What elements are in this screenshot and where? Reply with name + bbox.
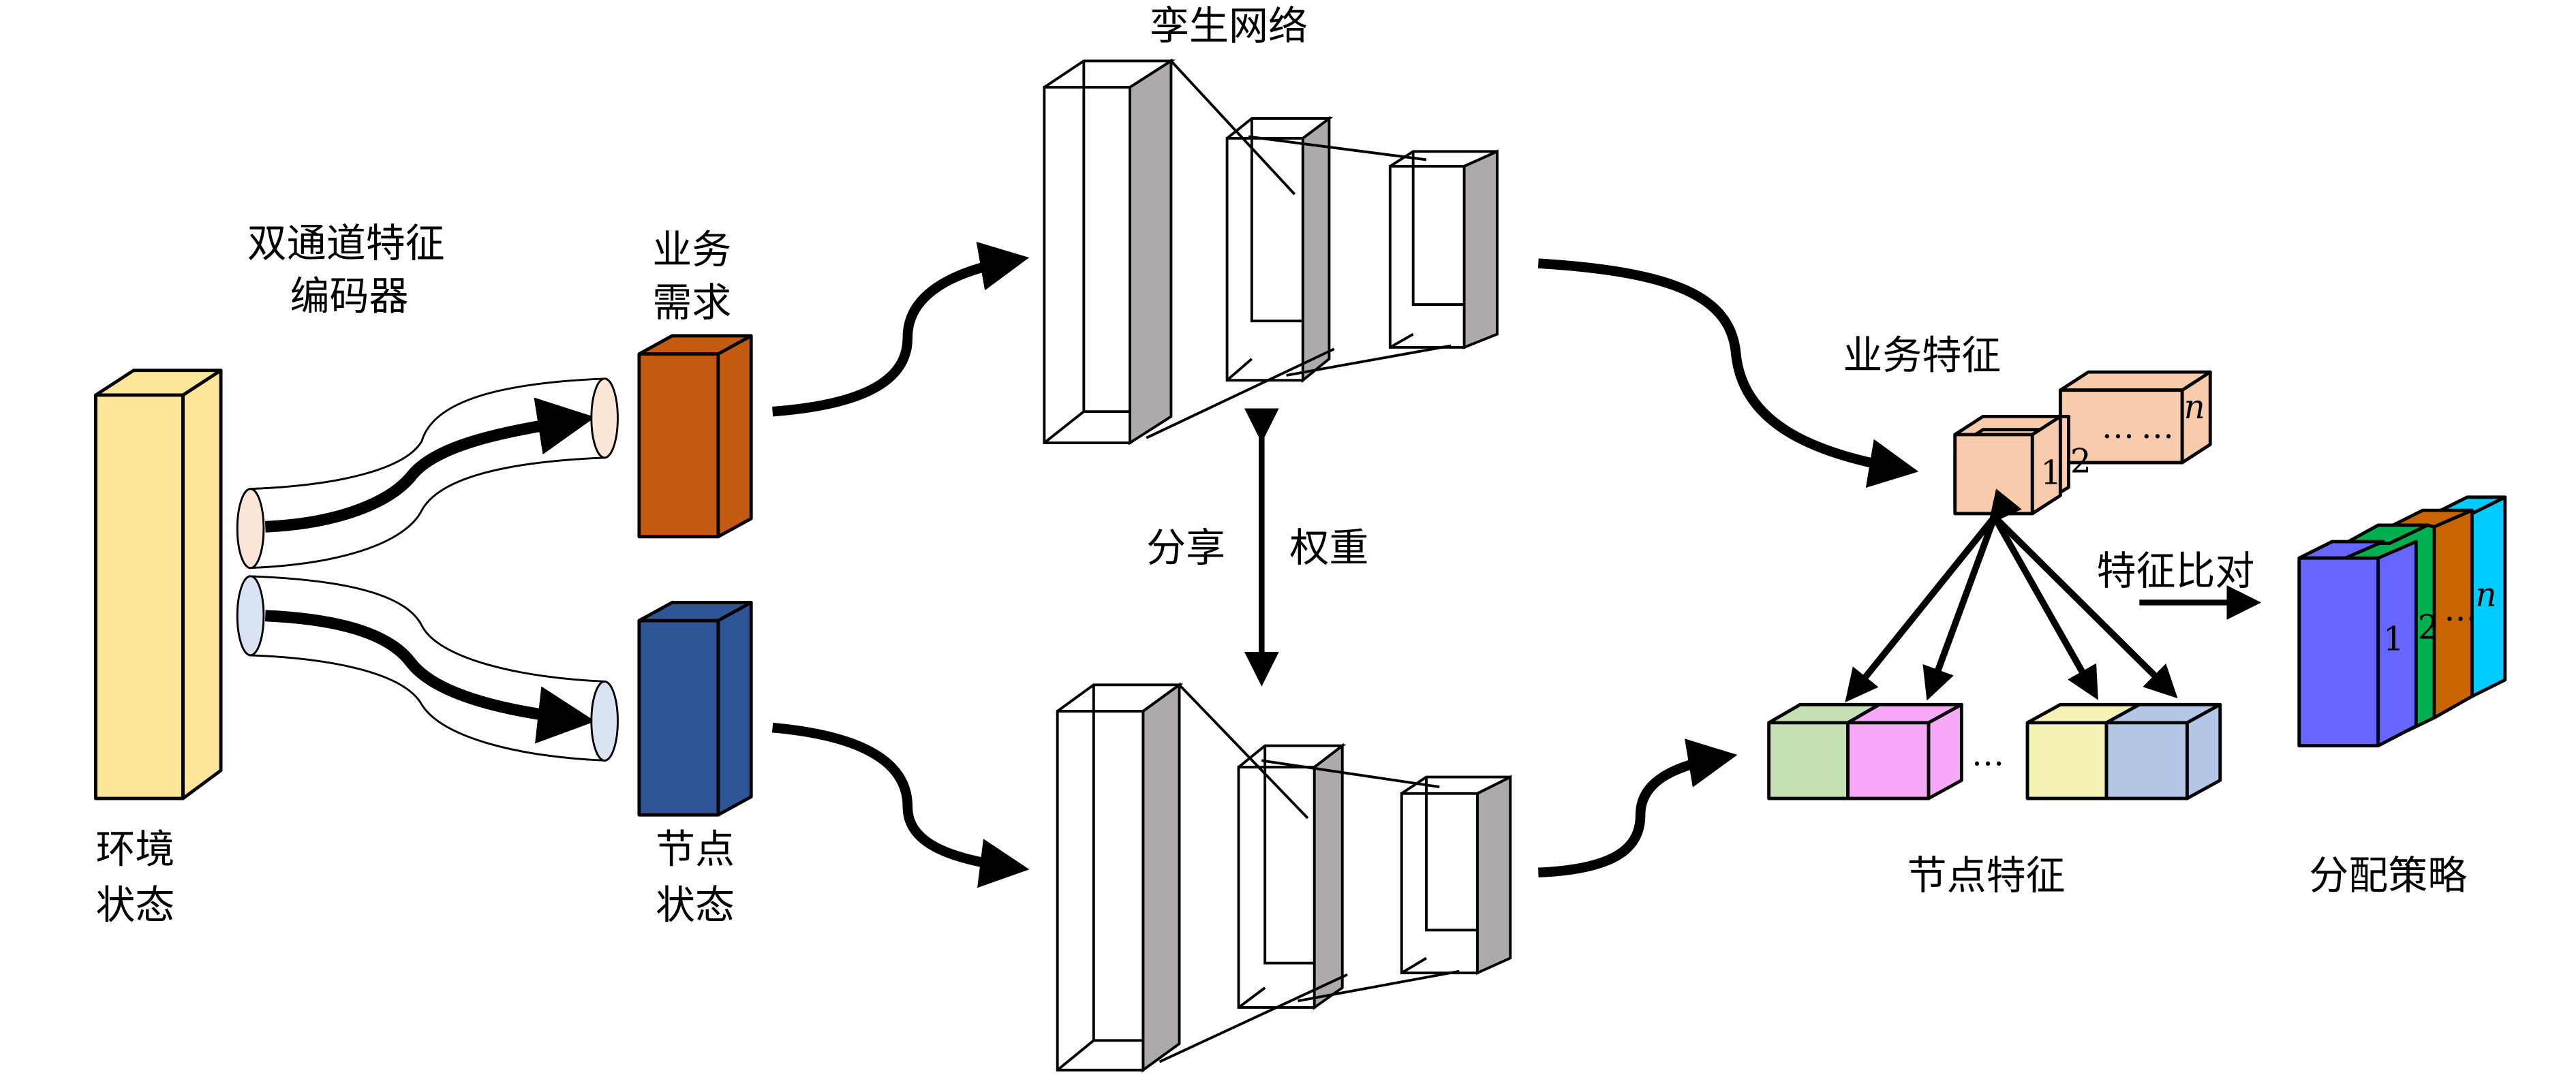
- business-feature-index-2: 2: [2070, 443, 2091, 481]
- policy-index-n: n: [2475, 576, 2496, 614]
- policy-index-1: 1: [2383, 621, 2404, 659]
- business-feature-label: 业务特征: [1843, 332, 2001, 378]
- encoder-label-1: 双通道特征: [247, 220, 445, 266]
- policy-ellipsis: …: [2444, 591, 2477, 629]
- node-state-label-2: 状态: [656, 882, 735, 928]
- node-state-label-1: 节点: [656, 826, 735, 872]
- business-feature-ellipsis-1: …: [2102, 408, 2134, 446]
- encoder-tube-bottom: [236, 575, 619, 762]
- feature-compare-label: 特征比对: [2097, 548, 2255, 594]
- matching-arrows: [1845, 488, 2178, 703]
- encoder-label-2: 编码器: [290, 272, 409, 319]
- policy-index-2: 2: [2418, 609, 2439, 647]
- arrow-demand-to-siamese-top: [772, 241, 1030, 417]
- encoder-tube-top: [236, 377, 619, 570]
- siamese-branch-bottom: [1056, 682, 1512, 1073]
- business-feature-index-1: 1: [2040, 454, 2061, 492]
- business-demand-block: [637, 334, 753, 539]
- arrow-node-to-siamese-bottom: [771, 722, 1030, 888]
- node-feature-label: 节点特征: [1907, 852, 2066, 899]
- env-state-block: [94, 369, 223, 800]
- policy-slabs: [2297, 495, 2507, 748]
- arrow-siamese-top-to-business-feature: [1537, 258, 1919, 488]
- siamese-branch-top: [1043, 58, 1499, 446]
- node-feature-cubes: [1767, 702, 2222, 800]
- business-feature-index-n: n: [2184, 388, 2205, 426]
- siamese-label: 孪生网络: [1150, 3, 1308, 49]
- node-feature-ellipsis: …: [1972, 736, 2004, 774]
- business-demand-label-1: 业务: [652, 227, 731, 273]
- share-weights-label-2: 权重: [1289, 525, 1368, 571]
- node-state-block: [637, 601, 753, 817]
- arrow-siamese-bottom-to-node-feature: [1538, 738, 1738, 878]
- env-state-label-2: 状态: [95, 882, 174, 928]
- business-feature-ellipsis-2: …: [2141, 408, 2174, 446]
- allocation-policy-label: 分配策略: [2309, 852, 2467, 899]
- business-demand-label-2: 需求: [652, 279, 731, 326]
- env-state-label-1: 环境: [95, 826, 174, 872]
- share-weights-label-1: 分享: [1146, 525, 1225, 571]
